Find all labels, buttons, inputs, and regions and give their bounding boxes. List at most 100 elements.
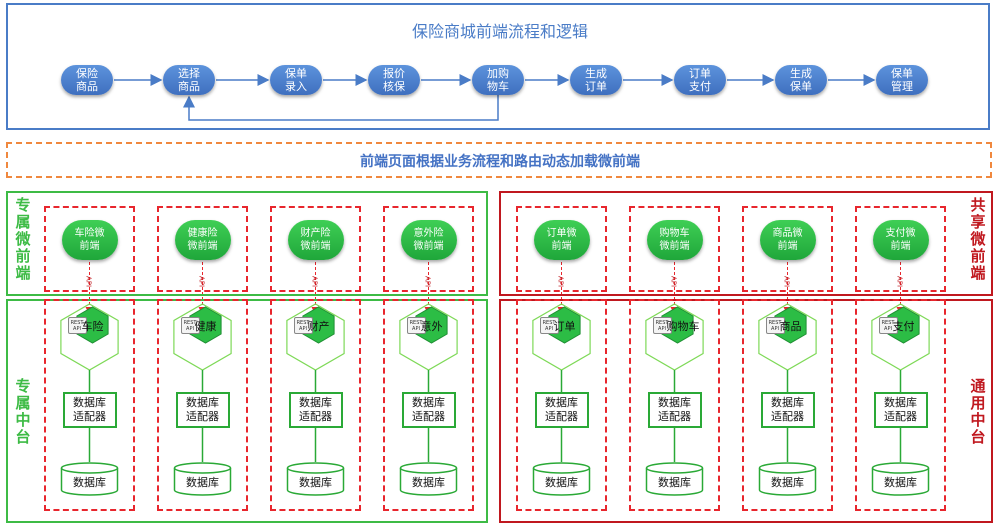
service-label: 购物车 [666,320,700,333]
db-adapter: 数据库 适配器 [534,392,589,428]
mfe-column-box [742,206,833,292]
right-bottom-label: 通 用 中 台 [970,377,986,446]
database-label: 数据库 [186,476,219,489]
database-label: 数据库 [545,476,578,489]
service-label: 健康 [194,320,217,333]
right-top-label: 共 享 微 前 端 [970,196,986,282]
rest-api-icon: REST API [652,317,672,334]
db-adapter: 数据库 适配器 [401,392,456,428]
mfe-column-box [383,206,474,292]
platform-column-box [270,299,361,511]
service-hexagon [76,306,109,344]
database-body [645,468,704,496]
micro-frontend: 商品微 前端 [759,220,816,260]
banner-text: 前端页面根据业务流程和路由动态加载微前端 [360,154,640,170]
flow-step: 保单 录入 [270,65,322,95]
service-hexagon [887,306,920,344]
database-top [645,462,704,474]
platform-column-box [383,299,474,511]
platform-column-box [157,299,248,511]
mfe-column-box [157,206,248,292]
platform-column-box [855,299,946,511]
api-label: API [895,276,904,288]
database-body [286,468,345,496]
service-hexagon [661,306,694,344]
database-label: 数据库 [299,476,332,489]
service-hexagon [415,306,448,344]
api-label: API [84,276,93,288]
database-top [286,462,345,474]
micro-frontend: 支付微 前端 [872,220,929,260]
db-adapter: 数据库 适配器 [873,392,928,428]
rest-api-icon: REST API [765,317,785,334]
database-label: 数据库 [771,476,804,489]
mfe-column-box [855,206,946,292]
service-hexagon [189,306,222,344]
right-mfe-group [499,191,993,296]
database-top [60,462,119,474]
service-label: 支付 [892,320,915,333]
flow-step: 加购 物车 [472,65,524,95]
service-label: 订单 [553,320,576,333]
micro-frontend: 购物车 微前端 [646,220,703,260]
database-top [173,462,232,474]
db-adapter: 数据库 适配器 [760,392,815,428]
database-top [758,462,817,474]
api-label: API [310,276,319,288]
database-label: 数据库 [658,476,691,489]
database-label: 数据库 [412,476,445,489]
db-adapter: 数据库 适配器 [647,392,702,428]
flow-container [6,3,990,130]
flow-step: 生成 订单 [570,65,622,95]
database-top [871,462,930,474]
service-hexagon [302,306,335,344]
database-body [871,468,930,496]
micro-frontend: 意外险 微前端 [400,220,457,260]
micro-frontend: 财产险 微前端 [287,220,344,260]
micro-frontend: 车险微 前端 [61,220,118,260]
flow-step: 选择 商品 [163,65,215,95]
database-body [532,468,591,496]
database-body [399,468,458,496]
rest-api-icon: REST API [180,317,200,334]
api-label: API [197,276,206,288]
api-label: API [782,276,791,288]
database-top [399,462,458,474]
micro-frontend: 订单微 前端 [533,220,590,260]
service-label: 车险 [81,320,104,333]
api-label: API [423,276,432,288]
api-label: API [669,276,678,288]
rest-api-icon: REST API [406,317,426,334]
flow-step: 报价 核保 [368,65,420,95]
left-top-label: 专 属 微 前 端 [15,196,31,282]
database-label: 数据库 [884,476,917,489]
db-adapter: 数据库 适配器 [288,392,343,428]
database-body [758,468,817,496]
platform-column-box [516,299,607,511]
flow-step: 保单 管理 [876,65,928,95]
database-body [173,468,232,496]
left-bottom-label: 专 属 中 台 [15,377,31,446]
platform-column-box [44,299,135,511]
service-hexagon [774,306,807,344]
database-body [60,468,119,496]
flow-title: 保险商城前端流程和逻辑 [411,22,588,41]
rest-api-icon: REST API [878,317,898,334]
flow-step: 生成 保单 [775,65,827,95]
service-label: 财产 [307,320,330,333]
mfe-column-box [516,206,607,292]
platform-column-box [629,299,720,511]
service-label: 意外 [420,320,443,333]
mfe-column-box [629,206,720,292]
platform-column-box [742,299,833,511]
rest-api-icon: REST API [293,317,313,334]
database-label: 数据库 [73,476,106,489]
mfe-column-box [270,206,361,292]
rest-api-icon: REST API [539,317,559,334]
db-adapter: 数据库 适配器 [62,392,117,428]
rest-api-icon: REST API [67,317,87,334]
left-mfe-group [6,191,488,296]
service-hexagon [548,306,581,344]
service-label: 商品 [779,320,802,333]
